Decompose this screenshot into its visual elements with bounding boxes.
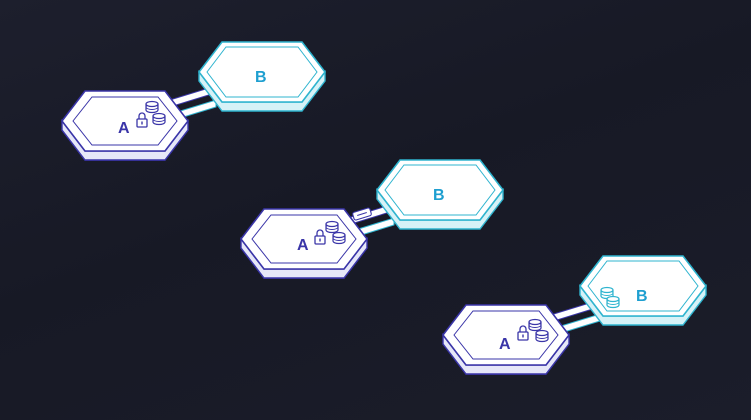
node-b-label: B <box>636 288 648 305</box>
scene-2: B A <box>240 159 504 279</box>
coins-icon <box>332 231 346 245</box>
node-b-label: B <box>433 187 445 204</box>
coins-icon <box>535 329 549 343</box>
scene-1: B A <box>61 41 326 161</box>
coins-icon <box>325 220 339 234</box>
node-b-label: B <box>255 69 267 86</box>
coins-icon <box>152 112 166 126</box>
coins-icon <box>528 318 542 332</box>
node-a-label: A <box>297 237 309 254</box>
token-icon <box>352 207 372 221</box>
node-a-label: A <box>118 120 130 137</box>
scene-3: B A <box>442 255 707 375</box>
node-a-label: A <box>499 336 511 353</box>
coins-icon <box>606 295 620 309</box>
coins-icon <box>145 100 159 114</box>
